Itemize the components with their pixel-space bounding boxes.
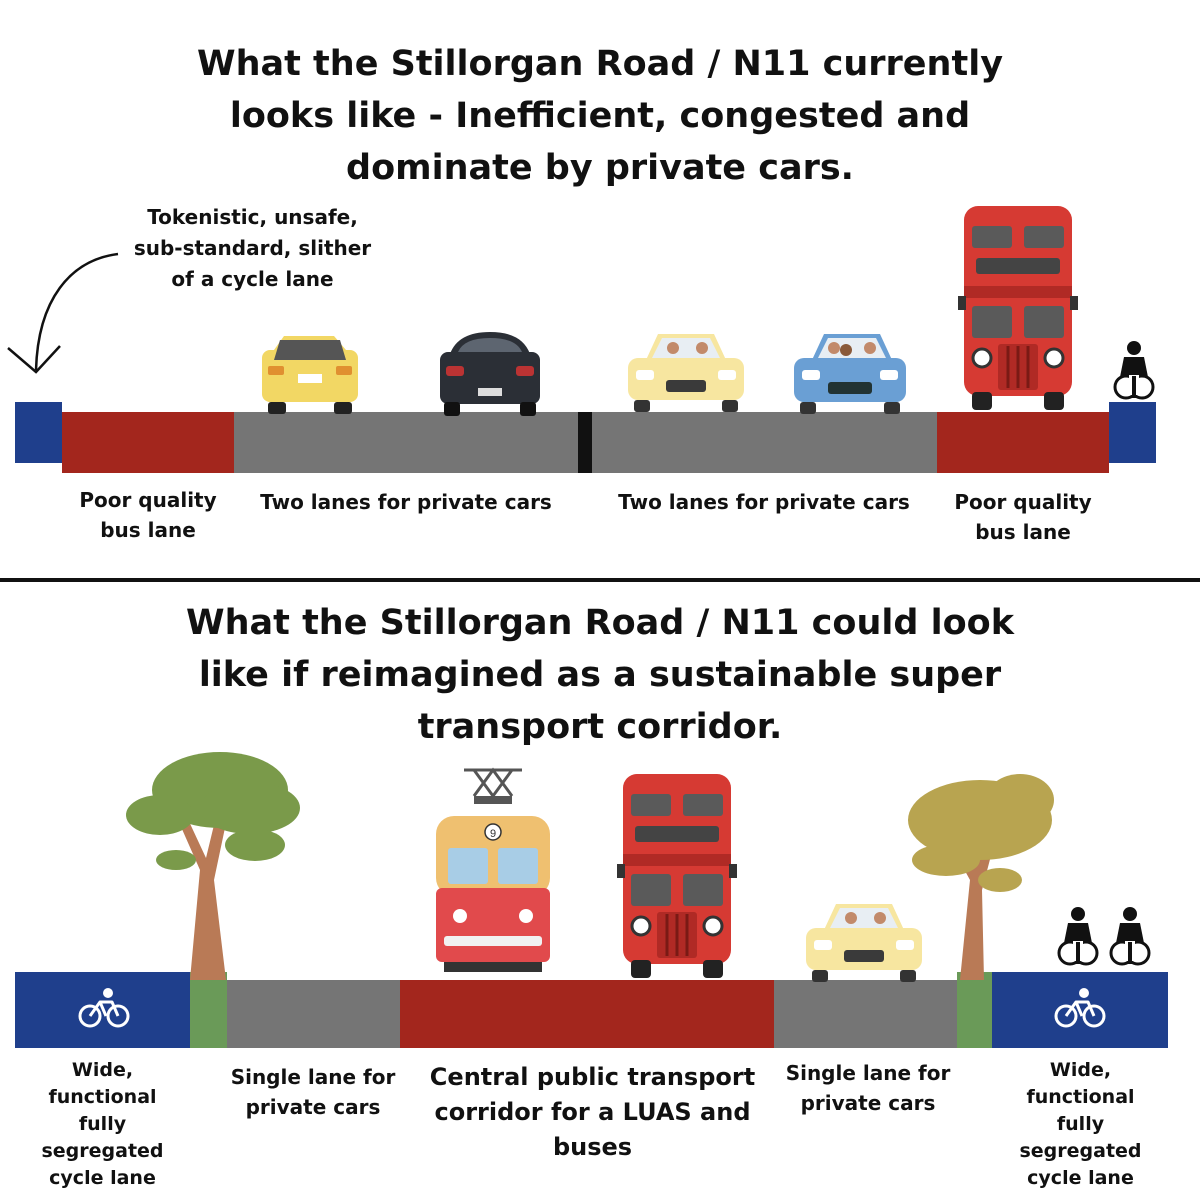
label-center-line-2: corridor for a LUAS and	[434, 1098, 751, 1126]
label-bus-lane-left: Poor quality bus lane	[58, 485, 238, 545]
label-cycle-right-line-1: Wide,	[1049, 1059, 1112, 1081]
label-cycle-lane-left: Wide, functional fully segregated cycle …	[30, 1057, 175, 1192]
curved-arrow-icon	[34, 252, 119, 371]
cyclist-icon-current	[1113, 339, 1155, 400]
current-median	[578, 412, 592, 473]
current-title-line-2: looks like - Inefficient, congested and	[229, 96, 971, 136]
proposed-title-line-2: like if reimagined as a sustainable supe…	[198, 655, 1002, 695]
label-cycle-left-line-2: functional	[48, 1086, 157, 1108]
proposed-title: What the Stillorgan Road / N11 could loo…	[0, 597, 1200, 753]
double-decker-bus-current	[956, 204, 1080, 412]
bicycle-icon-left	[78, 986, 130, 1028]
double-decker-bus-proposed	[615, 772, 739, 980]
current-cycle-lane-left	[15, 402, 62, 463]
label-car-lane-right: Single lane for private cars	[773, 1058, 963, 1118]
car-black-rear	[440, 332, 540, 416]
label-cycle-right-line-5: cycle lane	[1027, 1167, 1134, 1189]
label-bus-right-line-1: Poor quality	[954, 490, 1092, 514]
tram: 9	[436, 767, 550, 972]
label-cycle-right-line-3: fully	[1056, 1113, 1105, 1135]
label-bus-right-line-2: bus lane	[975, 520, 1071, 544]
proposed-car-lane-right	[774, 980, 957, 1048]
current-car-lanes-right	[592, 412, 937, 473]
label-car-right-line-1: Single lane for	[785, 1061, 951, 1085]
current-bus-lane-left	[62, 412, 234, 473]
proposed-verge-right	[957, 972, 992, 1048]
current-title-line-3: dominate by private cars.	[346, 148, 854, 188]
label-cycle-lane-right: Wide, functional fully segregated cycle …	[1008, 1057, 1153, 1192]
cyclist-icon-proposed-1	[1057, 905, 1099, 966]
car-cream-front-proposed	[806, 904, 922, 982]
proposed-title-line-3: transport corridor.	[417, 707, 783, 747]
car-yellow-rear	[262, 336, 358, 414]
current-car-lanes-left	[234, 412, 578, 473]
current-cycle-lane-right	[1109, 402, 1156, 463]
label-bus-left-line-2: bus lane	[100, 518, 196, 542]
annotation-line-2: sub-standard, slither	[133, 236, 372, 260]
label-cycle-left-line-4: segregated	[41, 1140, 164, 1162]
proposed-verge-left	[190, 972, 227, 1048]
bicycle-icon-right	[1054, 986, 1106, 1028]
car-cream-front	[628, 334, 744, 412]
label-cycle-left-line-1: Wide,	[71, 1059, 134, 1081]
tree-right	[908, 774, 1054, 980]
car-blue-front	[794, 334, 906, 414]
current-title-line-1: What the Stillorgan Road / N11 currently	[196, 44, 1004, 84]
cycle-lane-annotation: Tokenistic, unsafe, sub-standard, slithe…	[120, 202, 385, 295]
label-cycle-right-line-4: segregated	[1019, 1140, 1142, 1162]
cyclist-icon-proposed-2	[1109, 905, 1151, 966]
arrow-head	[7, 345, 61, 374]
label-cycle-right-line-2: functional	[1026, 1086, 1135, 1108]
label-bus-left-line-1: Poor quality	[79, 488, 217, 512]
annotation-line-3: of a cycle lane	[171, 267, 334, 291]
current-bus-lane-right	[937, 412, 1109, 473]
tree-left	[126, 752, 300, 980]
label-cars-right: Two lanes for private cars	[618, 490, 910, 514]
label-car-right-line-2: private cars	[800, 1091, 936, 1115]
label-bus-lane-right: Poor quality bus lane	[932, 487, 1114, 547]
proposed-title-line-1: What the Stillorgan Road / N11 could loo…	[186, 603, 1014, 643]
label-car-left-line-1: Single lane for	[230, 1065, 396, 1089]
label-car-left-line-2: private cars	[245, 1095, 381, 1119]
label-central-corridor: Central public transport corridor for a …	[410, 1060, 775, 1165]
label-cycle-left-line-3: fully	[78, 1113, 127, 1135]
label-cars-left: Two lanes for private cars	[260, 490, 552, 514]
annotation-line-1: Tokenistic, unsafe,	[147, 205, 358, 229]
label-car-lane-left: Single lane for private cars	[218, 1062, 408, 1122]
proposed-transport-corridor	[400, 980, 774, 1048]
label-center-line-1: Central public transport	[429, 1063, 756, 1091]
proposed-car-lane-left	[227, 980, 400, 1048]
tram-number: 9	[490, 828, 496, 840]
label-center-line-3: buses	[552, 1133, 633, 1161]
label-cycle-left-line-5: cycle lane	[49, 1167, 156, 1189]
current-title: What the Stillorgan Road / N11 currently…	[0, 38, 1200, 194]
section-divider	[0, 578, 1200, 582]
